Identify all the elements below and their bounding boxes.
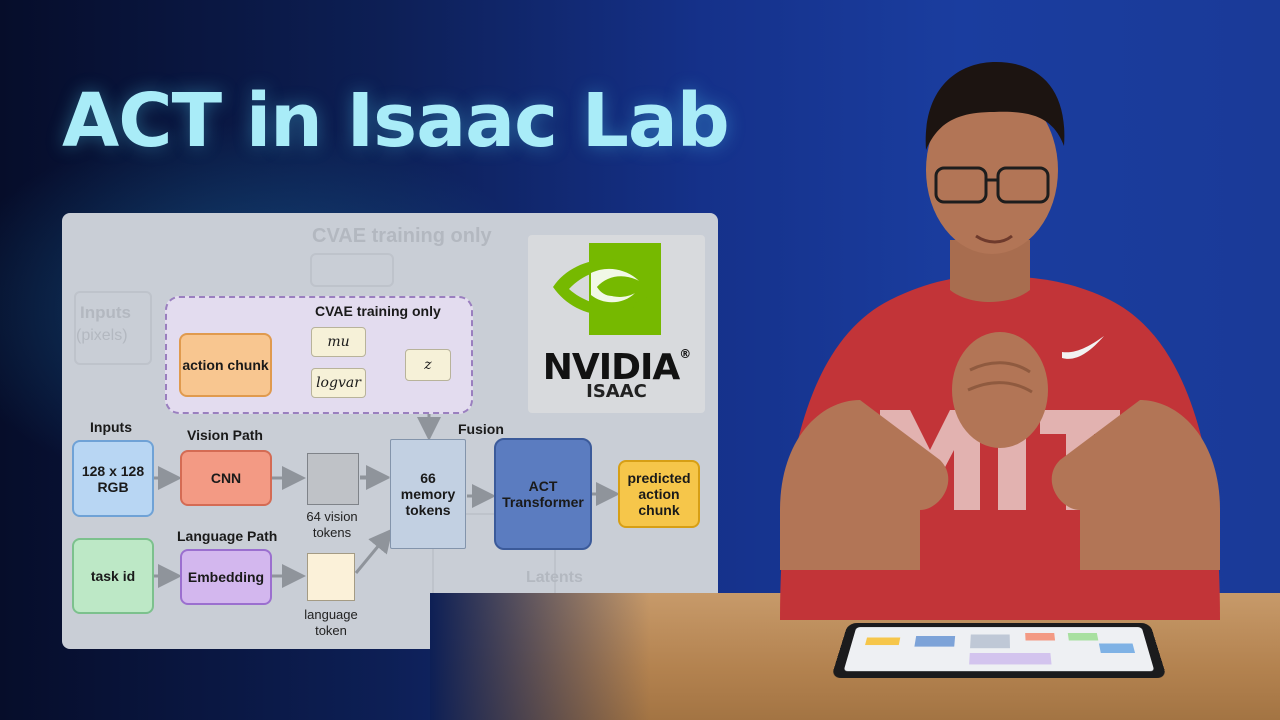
nvidia-brand-text: NVIDIA — [542, 347, 681, 388]
isaac-wordmark: ISAAC — [586, 381, 647, 402]
tablet-block-5 — [1067, 632, 1099, 641]
tablet-block-1 — [865, 637, 901, 646]
nvidia-wordmark: NVIDIA® — [528, 347, 705, 388]
tablet-screen — [843, 627, 1155, 672]
ghost-inputs-label: Inputs — [80, 303, 131, 322]
tablet-block-2 — [914, 635, 956, 647]
language-token-square — [307, 553, 355, 601]
tablet-block-6 — [1098, 643, 1136, 653]
tablet-block-4 — [1025, 632, 1056, 641]
desk-fade — [430, 593, 650, 720]
rgb-input-box: 128 x 128 RGB — [72, 440, 154, 517]
ghost-cvae-label: CVAE training only — [312, 225, 492, 247]
memory-tokens-box: 66 memory tokens — [390, 439, 466, 549]
logvar-box: logvar — [311, 368, 366, 398]
tablet — [830, 622, 1168, 679]
vision-tokens-square — [307, 453, 359, 505]
mu-box: mu — [311, 327, 366, 357]
tablet-block-7 — [969, 652, 1052, 665]
action-chunk-box: action chunk — [179, 333, 272, 397]
fusion-label: Fusion — [458, 421, 504, 437]
architecture-diagram: CVAE training only Inputs (pixels) Laten… — [62, 213, 718, 649]
vision-tokens-label: 64 vision tokens — [306, 509, 358, 540]
ghost-latents-label: Latents — [526, 569, 583, 586]
ghost-inputs-box — [74, 291, 152, 365]
act-transformer-box: ACT Transformer — [494, 438, 592, 550]
inputs-label: Inputs — [90, 419, 132, 435]
embedding-box: Embedding — [180, 549, 272, 605]
language-path-label: Language Path — [177, 528, 278, 544]
cvae-label: CVAE training only — [315, 303, 441, 319]
nvidia-eye-icon — [553, 243, 661, 335]
presenter-photo — [780, 62, 1220, 620]
registered-mark: ® — [679, 347, 691, 361]
cnn-box: CNN — [180, 450, 272, 506]
task-id-box: task id — [72, 538, 154, 614]
predicted-action-chunk-box: predicted action chunk — [618, 460, 700, 528]
vision-path-label: Vision Path — [187, 427, 263, 443]
nvidia-isaac-logo: NVIDIA® ISAAC — [528, 235, 705, 413]
tablet-block-3 — [970, 634, 1010, 649]
z-box: z — [405, 349, 451, 381]
video-title: ACT in Isaac Lab — [62, 78, 730, 164]
ghost-top-box — [310, 253, 394, 287]
ghost-inputs-sub: (pixels) — [76, 327, 128, 344]
language-token-label: language token — [304, 607, 358, 638]
